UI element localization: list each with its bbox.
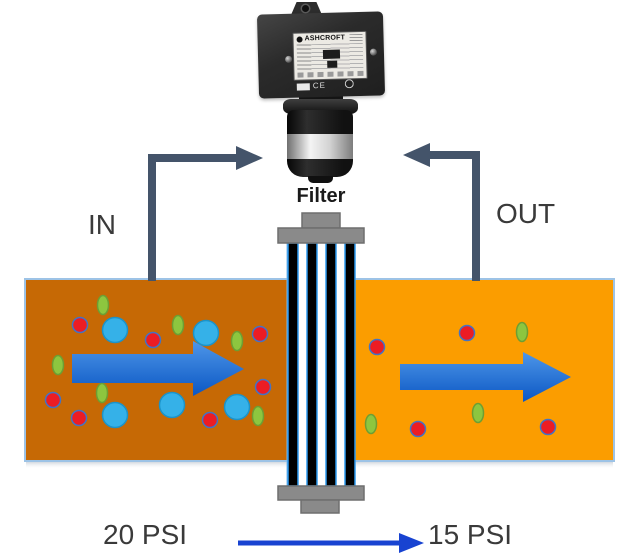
outlet-pressure-label: 15 PSI xyxy=(428,519,513,550)
inlet-flow-arrow xyxy=(72,341,244,396)
bubble-particle xyxy=(101,316,129,344)
brand-name: ASHCROFT xyxy=(304,34,346,43)
dot-particle xyxy=(144,331,162,349)
dot-particle xyxy=(539,418,557,436)
nameplate-footer-marks xyxy=(297,70,364,78)
filter-bar xyxy=(306,242,318,487)
filter-bar xyxy=(287,242,299,487)
dot-particle xyxy=(71,316,89,334)
mounting-tab xyxy=(291,2,322,15)
dot-particle xyxy=(201,411,219,429)
dot-particle xyxy=(254,378,272,396)
filter-top-knob xyxy=(301,212,341,229)
oval-particle xyxy=(251,405,265,427)
outlet-sensing-arrowhead xyxy=(403,143,430,167)
cylinder-metal-band xyxy=(287,134,353,159)
dot-particle xyxy=(44,391,62,409)
inlet-particles xyxy=(44,294,272,429)
ce-mark: CE xyxy=(312,80,327,91)
oval-particle xyxy=(230,330,244,352)
inlet-label: IN xyxy=(88,209,116,240)
bubble-particle xyxy=(192,319,220,347)
dot-particle xyxy=(368,338,386,356)
filter-element xyxy=(277,212,365,514)
outlet-particles xyxy=(364,321,557,438)
screw-icon xyxy=(285,55,293,63)
filter-top-cap xyxy=(277,227,365,244)
inlet-pressure-label: 20 PSI xyxy=(103,519,188,550)
filter-bottom-knob xyxy=(300,499,340,514)
nameplate-fineprint xyxy=(348,33,363,42)
flow-arrows xyxy=(72,341,571,402)
filter-bar xyxy=(325,242,337,487)
pressure-drop-arrow xyxy=(238,533,424,553)
spec-window xyxy=(322,49,341,59)
dot-particle xyxy=(409,420,427,438)
oval-particle xyxy=(515,321,529,343)
spec-window-small xyxy=(327,60,338,68)
pressure-arrow-head xyxy=(399,533,424,553)
dot-particle xyxy=(251,325,269,343)
bubble-particle xyxy=(101,401,129,429)
mounting-hole xyxy=(302,5,309,12)
dot-particle xyxy=(458,324,476,342)
switch-housing: ASHCROFT CE xyxy=(256,11,386,99)
bubble-particle xyxy=(223,393,251,421)
actuator-cylinder xyxy=(287,110,353,177)
dp-switch-device: ASHCROFT CE xyxy=(0,0,632,200)
filter-label: Filter xyxy=(296,185,346,207)
filter-bar xyxy=(344,242,356,487)
certification-seal-icon xyxy=(344,79,354,89)
outlet-flow-arrow xyxy=(400,352,571,402)
ashcroft-logo-icon xyxy=(296,35,303,43)
inlet-sensing-arrowhead xyxy=(236,146,263,170)
outlet-sensing-line xyxy=(428,151,480,281)
sensing-lines xyxy=(148,143,480,281)
inlet-sensing-line xyxy=(148,154,238,281)
screw-icon xyxy=(369,48,378,56)
oval-particle xyxy=(96,294,110,316)
oval-particle xyxy=(171,314,185,336)
nameplate: ASHCROFT xyxy=(292,30,368,81)
cylinder-port xyxy=(308,176,333,183)
oval-particle xyxy=(51,354,65,376)
filter-bottom-cap xyxy=(277,485,365,501)
oval-particle xyxy=(95,382,109,404)
spec-table xyxy=(296,42,364,71)
housing-chip xyxy=(296,83,310,91)
outlet-label: OUT xyxy=(496,198,556,229)
bubble-particle xyxy=(158,391,186,419)
brand-row: ASHCROFT xyxy=(296,33,363,43)
oval-particle xyxy=(364,413,378,435)
oval-particle xyxy=(471,402,485,424)
dot-particle xyxy=(70,409,88,427)
spec-label-column xyxy=(296,44,312,71)
